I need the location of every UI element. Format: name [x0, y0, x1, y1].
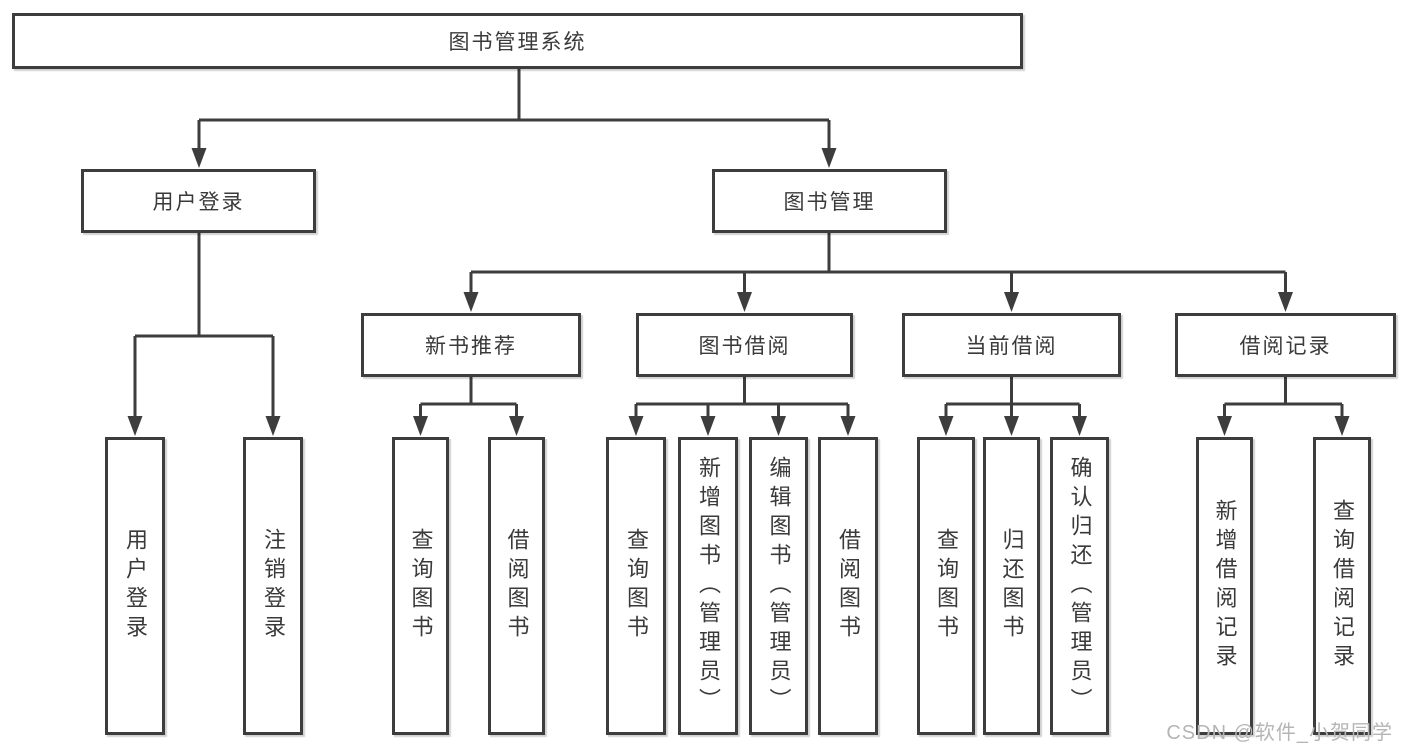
node-new-book-recommend: 新书推荐 — [361, 313, 581, 377]
arrowhead-icon — [265, 416, 281, 436]
leaf-label: 新增借阅记录 — [1212, 499, 1238, 673]
leaf-label: 归还图书 — [999, 528, 1025, 644]
node-book-management: 图书管理 — [712, 169, 947, 233]
leaf-label: 注销登录 — [261, 528, 286, 644]
node-book-borrowing: 图书借阅 — [636, 313, 853, 377]
arrowhead-icon — [1072, 416, 1087, 436]
arrowhead-icon — [509, 416, 524, 436]
node-label: 图书管理系统 — [448, 31, 587, 54]
leaf-logout: 注销登录 — [243, 437, 303, 735]
arrowhead-icon — [1004, 416, 1019, 436]
arrowhead-icon — [1278, 292, 1293, 312]
leaf-user-login: 用户登录 — [105, 437, 165, 735]
leaf-edit-books-admin: 编辑图书（管理员） — [749, 437, 808, 735]
node-borrowing-records: 借阅记录 — [1175, 313, 1396, 377]
node-library-management-system: 图书管理系统 — [12, 13, 1023, 69]
arrowhead-icon — [771, 416, 786, 436]
leaf-label: 确认归还（管理员） — [1067, 455, 1093, 717]
leaf-label: 新增图书（管理员） — [696, 455, 721, 717]
leaf-borrow-books-recommend: 借阅图书 — [488, 437, 545, 735]
leaf-confirm-return-admin: 确认归还（管理员） — [1050, 437, 1109, 735]
node-label: 图书管理 — [783, 191, 876, 214]
csdn-watermark: CSDN @软件_小贺同学 — [1166, 722, 1393, 744]
node-label: 新书推荐 — [425, 335, 517, 358]
arrowhead-icon — [840, 416, 856, 436]
node-label: 用户登录 — [152, 191, 245, 214]
arrowhead-icon — [191, 148, 207, 168]
node-label: 图书借阅 — [698, 335, 791, 358]
leaf-query-borrow-record: 查询借阅记录 — [1313, 437, 1371, 735]
arrowhead-icon — [938, 416, 954, 436]
arrowhead-icon — [463, 292, 479, 312]
arrowhead-icon — [737, 292, 752, 312]
arrowhead-icon — [628, 416, 644, 436]
node-label: 借阅记录 — [1239, 335, 1332, 358]
arrowhead-icon — [1004, 292, 1019, 312]
leaf-label: 编辑图书（管理员） — [766, 455, 792, 717]
arrowhead-icon — [127, 416, 143, 436]
leaf-query-books-current: 查询图书 — [917, 437, 975, 735]
leaf-label: 查询图书 — [408, 528, 434, 644]
node-current-borrowing: 当前借阅 — [902, 313, 1121, 377]
leaf-borrow-books: 借阅图书 — [818, 437, 878, 735]
leaf-label: 查询图书 — [934, 528, 959, 644]
leaf-label: 用户登录 — [123, 528, 148, 644]
node-label: 当前借阅 — [965, 335, 1058, 358]
leaf-label: 借阅图书 — [504, 528, 530, 644]
leaf-label: 查询借阅记录 — [1330, 499, 1355, 673]
arrowhead-icon — [1217, 416, 1232, 436]
node-user-login: 用户登录 — [81, 169, 316, 233]
arrowhead-icon — [413, 416, 428, 436]
leaf-add-borrow-record: 新增借阅记录 — [1196, 437, 1253, 735]
leaf-add-books-admin: 新增图书（管理员） — [678, 437, 738, 735]
arrowhead-icon — [700, 416, 716, 436]
leaf-query-books-borrowing: 查询图书 — [606, 437, 666, 735]
arrowhead-icon — [1334, 416, 1350, 436]
leaf-label: 借阅图书 — [836, 528, 861, 644]
leaf-query-books-recommend: 查询图书 — [392, 437, 449, 735]
leaf-label: 查询图书 — [624, 528, 649, 644]
arrowhead-icon — [821, 148, 837, 168]
leaf-return-books: 归还图书 — [983, 437, 1040, 735]
